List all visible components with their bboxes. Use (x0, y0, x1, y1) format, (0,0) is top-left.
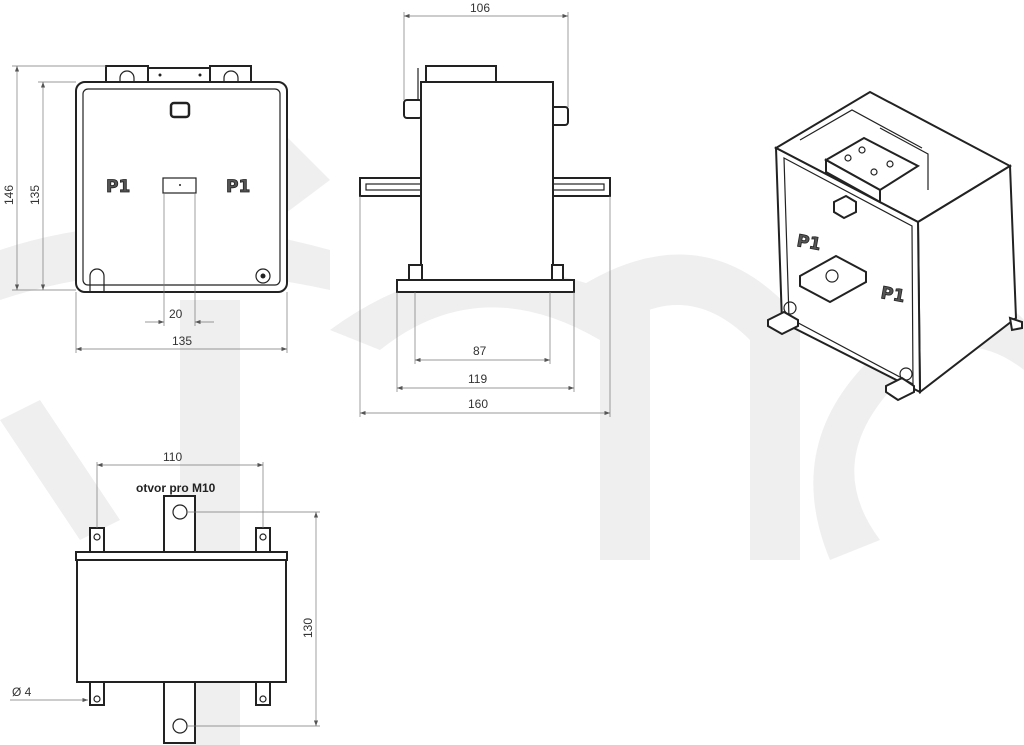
dim-110: 110 (163, 450, 182, 464)
dim-diameter-4: Ø 4 (12, 685, 32, 699)
isometric-view: P1 P1 (767, 90, 1023, 402)
front-view: P1 P1 146 135 20 135 (2, 65, 288, 353)
dim-135-height: 135 (28, 185, 42, 205)
iso-marking-p1-right: P1 (879, 283, 906, 307)
iso-marking-p1-left: P1 (795, 231, 822, 255)
dim-135-width: 135 (172, 334, 192, 348)
hole-note: otvor pro M10 (136, 481, 216, 495)
dim-106: 106 (470, 1, 490, 15)
dim-146: 146 (2, 185, 16, 205)
dim-87: 87 (473, 344, 487, 358)
dim-119: 119 (468, 372, 487, 386)
dim-130: 130 (301, 618, 315, 638)
marking-p1-left: P1 (106, 177, 130, 197)
marking-p1-right: P1 (226, 177, 250, 197)
bottom-view: 110 otvor pro M10 130 Ø 4 (10, 450, 320, 744)
dim-20: 20 (169, 307, 183, 321)
dim-160: 160 (468, 397, 488, 411)
side-view: 106 87 119 160 (359, 1, 611, 417)
